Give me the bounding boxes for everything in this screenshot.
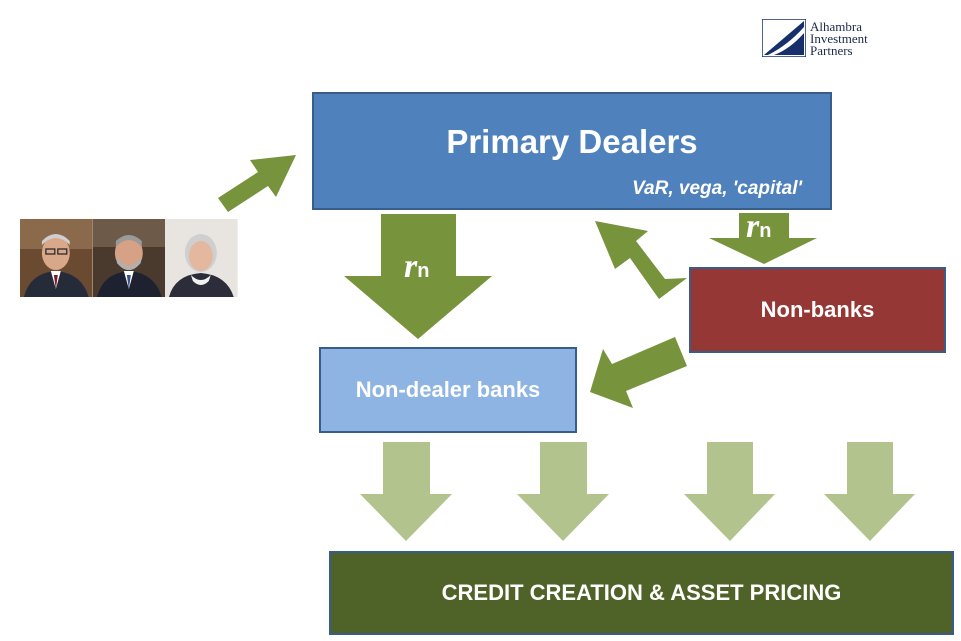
non-dealer-banks-box: Non-dealer banks [319, 347, 577, 433]
arrow-fed-to-dealers-icon [218, 155, 296, 212]
logo-line-2: Investment [810, 31, 868, 46]
primary-dealers-box: Primary Dealers VaR, vega, 'capital' [312, 92, 832, 210]
portrait-greenspan-icon [20, 219, 93, 297]
arrow-dealers-to-nonbanks-icon [709, 213, 817, 264]
portrait-bernanke-icon [92, 219, 166, 297]
arrow-nonbanks-to-nondealer-icon [590, 337, 687, 408]
arrow-nonbanks-to-dealers-icon [595, 221, 687, 299]
logo-line-1: Alhambra [810, 19, 862, 34]
logo-line-3: Partners [810, 43, 853, 58]
non-dealer-banks-label: Non-dealer banks [355, 377, 541, 402]
fed-chairs-portraits [20, 219, 239, 297]
rate-symbol: r [746, 208, 760, 245]
non-banks-label: Non-banks [760, 297, 875, 322]
arrow-down-3-icon [684, 442, 775, 541]
primary-dealers-title: Primary Dealers [446, 123, 698, 160]
non-banks-box: Non-banks [689, 267, 946, 353]
portrait-yellen-icon [165, 219, 239, 297]
logo-mark-icon [762, 19, 806, 57]
arrow-down-1-icon [360, 442, 452, 541]
rate-symbol: r [404, 248, 418, 285]
rate-label-left: rn [404, 248, 429, 286]
credit-creation-box: CREDIT CREATION & ASSET PRICING [329, 551, 954, 635]
rate-subscript: n [417, 260, 430, 282]
arrow-down-4-icon [824, 442, 915, 541]
rate-subscript: n [759, 220, 772, 242]
arrow-down-2-icon [517, 442, 609, 541]
rate-label-right: rn [746, 208, 771, 246]
alhambra-logo: Alhambra Investment Partners [762, 19, 868, 57]
arrow-dealers-to-nondealer-icon [344, 214, 492, 339]
credit-creation-label: CREDIT CREATION & ASSET PRICING [441, 580, 842, 605]
primary-dealers-subtitle: VaR, vega, 'capital' [632, 178, 802, 199]
logo-text: Alhambra Investment Partners [810, 19, 868, 58]
